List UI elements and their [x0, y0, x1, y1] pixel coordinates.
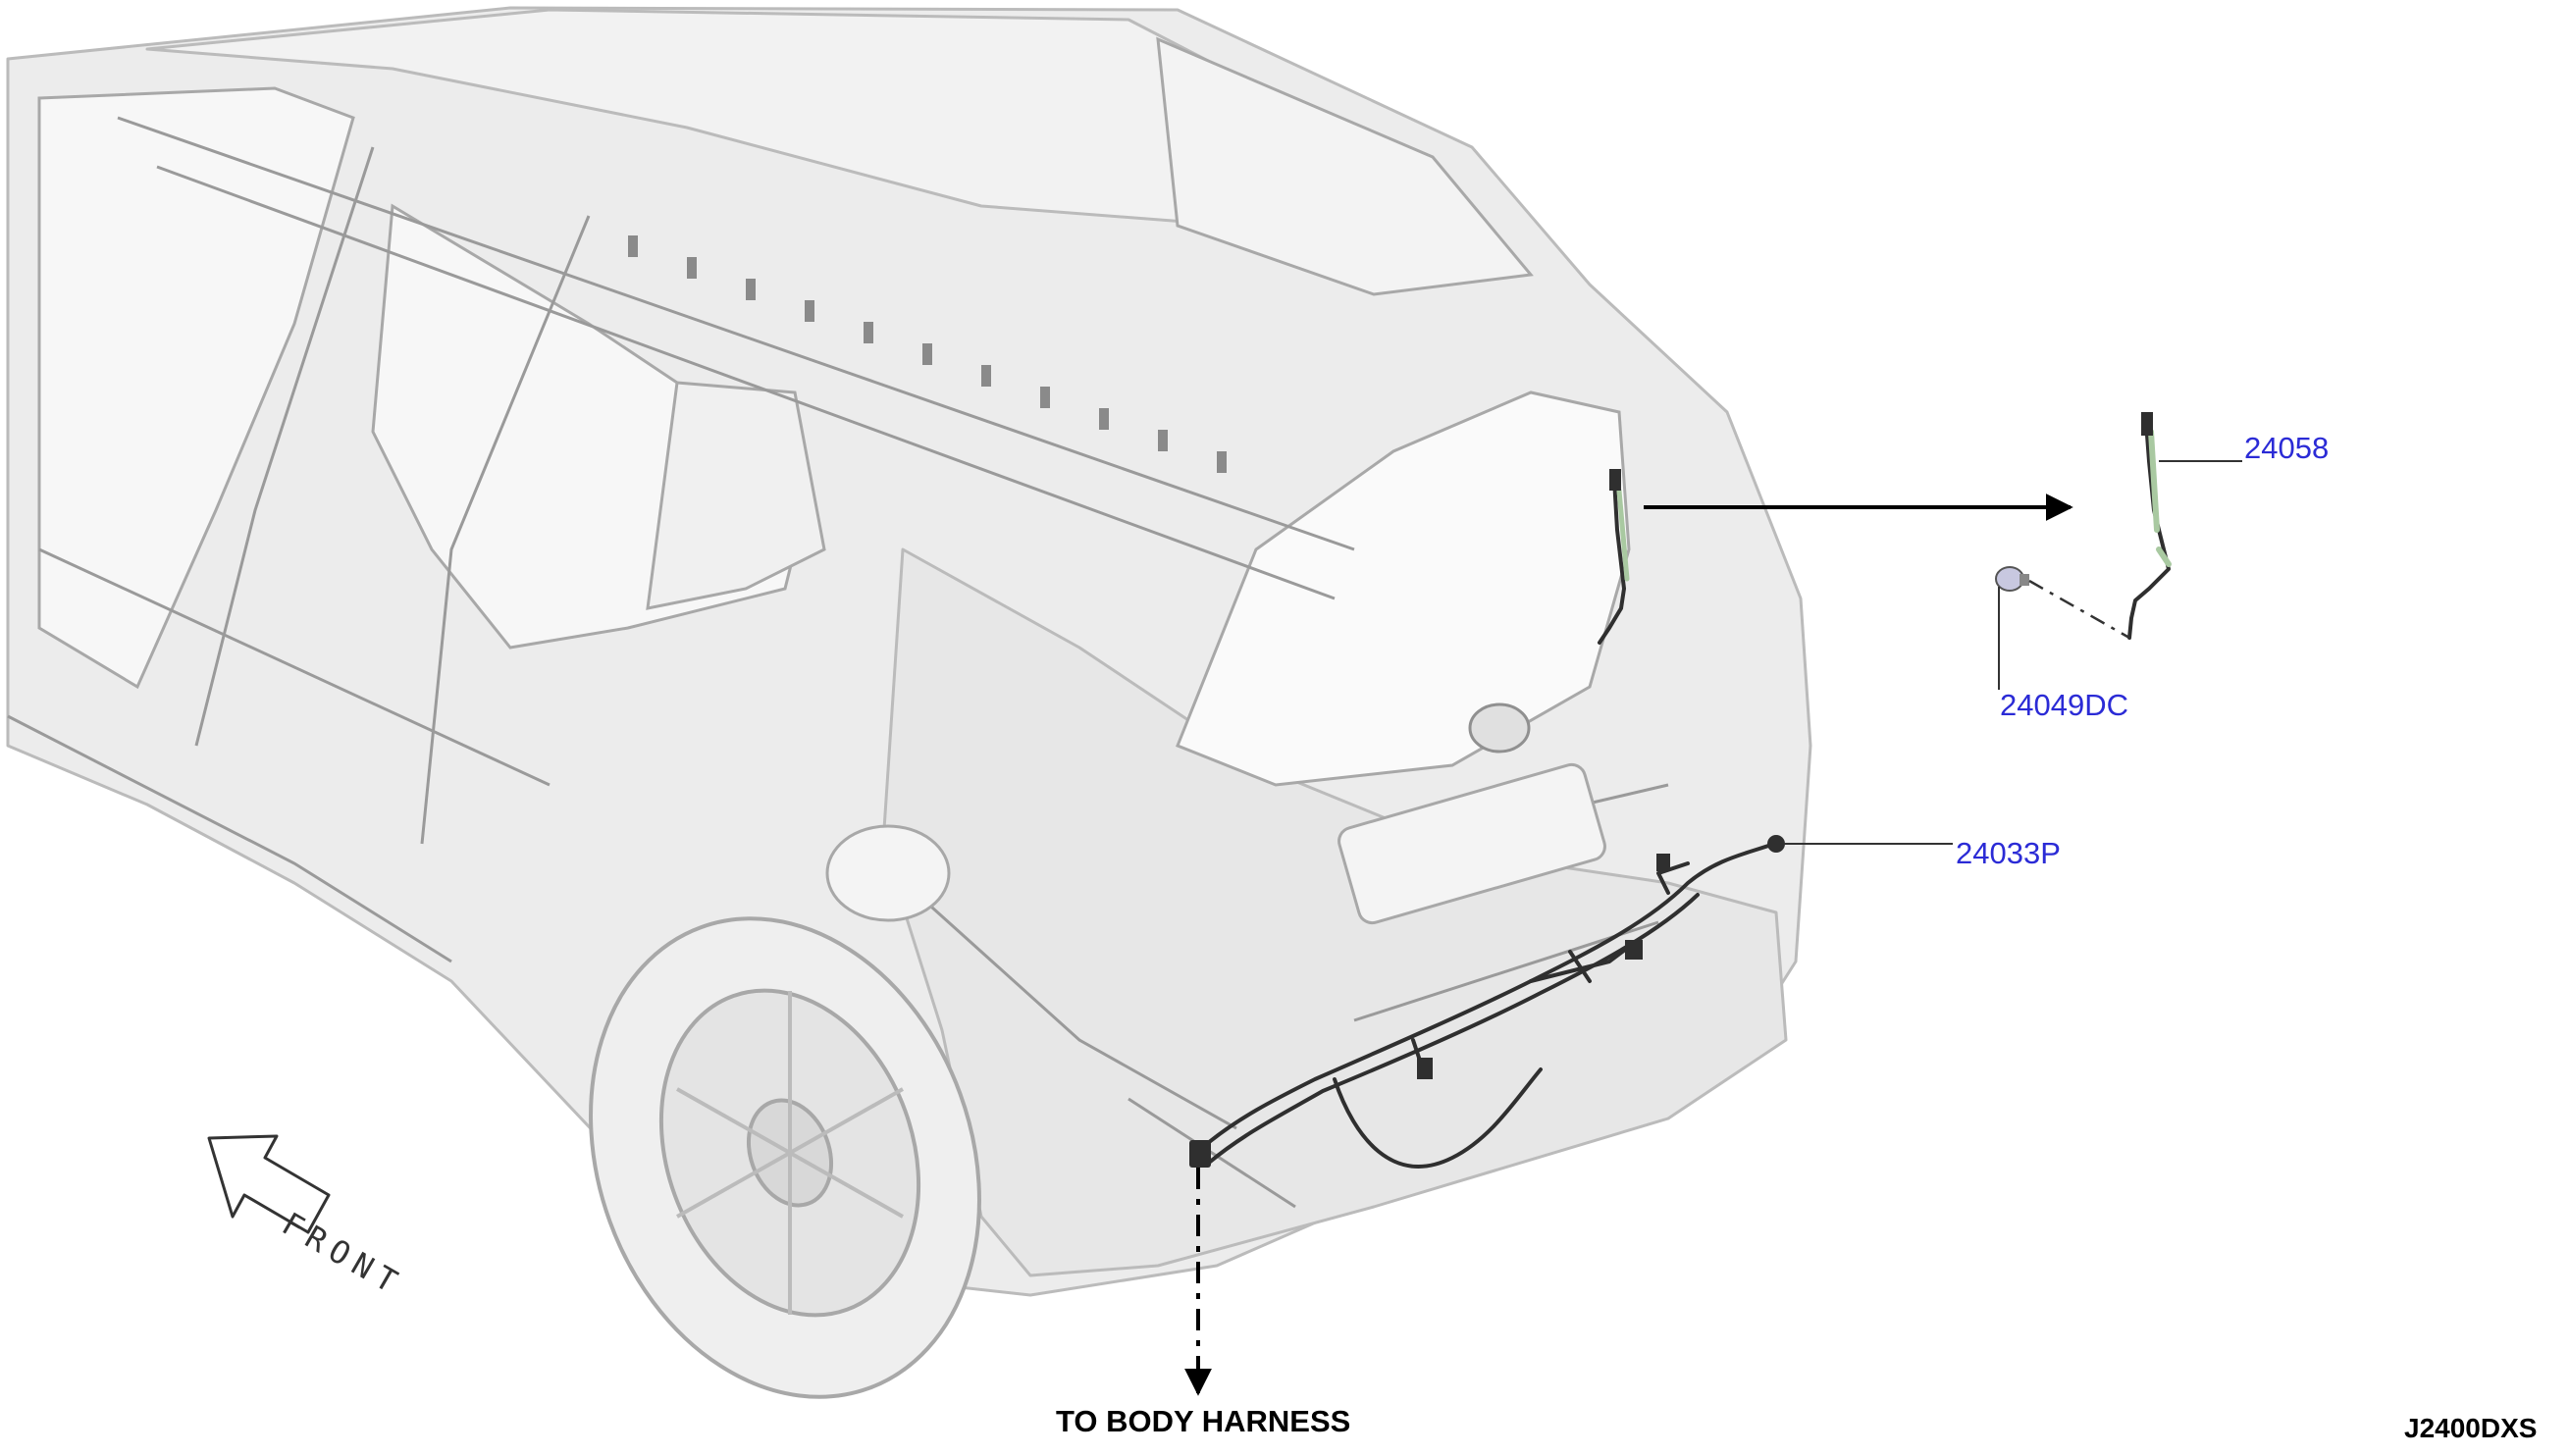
quarter-window: [646, 381, 826, 610]
front-arrow-icon: [207, 1134, 331, 1234]
part-number-24049DC[interactable]: 24049DC: [2000, 688, 2128, 722]
license-plate-recess: [1337, 762, 1606, 925]
fuel-filler-door: [825, 824, 951, 922]
front-door-window: [37, 86, 355, 690]
rear-wheel: [589, 916, 981, 1399]
part-24058-harness: [2127, 420, 2172, 640]
leader-lines: [1784, 460, 2242, 845]
assembly-dash-line: [2028, 579, 2130, 640]
rear-emblem: [1468, 702, 1531, 754]
part-24049DC-grommet: [1995, 566, 2029, 592]
part-number-24033P[interactable]: 24033P: [1956, 836, 2061, 870]
roof-rail-clips: [628, 235, 1227, 473]
body-seams: [7, 116, 1669, 1209]
rear-hatch-glass: [1176, 390, 1631, 787]
harness-connectors: [1189, 835, 1785, 1168]
body-harness-destination-label: TO BODY HARNESS: [1056, 1404, 1351, 1438]
drawing-code: J2400DXS: [2404, 1413, 2538, 1443]
connector-24033P: [1767, 835, 1785, 853]
vehicle-windows: [37, 36, 1631, 787]
part-24058-connector: [2141, 412, 2153, 436]
part-number-24058[interactable]: 24058: [2244, 431, 2330, 465]
hatch-harness-installed: [1598, 477, 1630, 645]
rear-bumper-harness: [1200, 842, 1776, 1169]
rear-glass-upper: [1156, 36, 1534, 296]
